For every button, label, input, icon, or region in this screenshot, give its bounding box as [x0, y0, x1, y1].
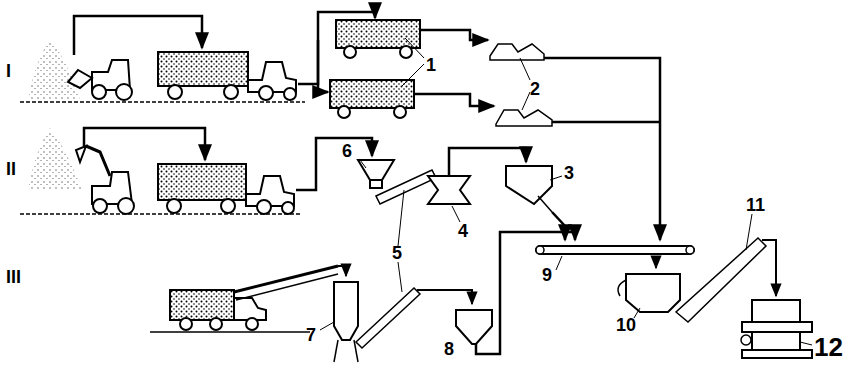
callout-number: 11: [746, 196, 765, 214]
callout-number: 7: [306, 326, 316, 344]
callout-number: 4: [458, 222, 468, 240]
row-numeral: I: [6, 62, 11, 80]
row-numeral: III: [6, 268, 21, 286]
callout-number: 8: [444, 340, 454, 358]
callout-number: 5: [392, 244, 402, 262]
callout-number: 9: [542, 266, 552, 284]
callout-number: 3: [564, 164, 574, 182]
callout-number: 10: [616, 316, 636, 334]
callout-number: 12: [814, 334, 843, 360]
callout-number: 1: [426, 56, 436, 74]
callout-number: 6: [342, 142, 352, 160]
callout-number: 2: [530, 80, 540, 98]
row-numeral: II: [6, 160, 16, 178]
